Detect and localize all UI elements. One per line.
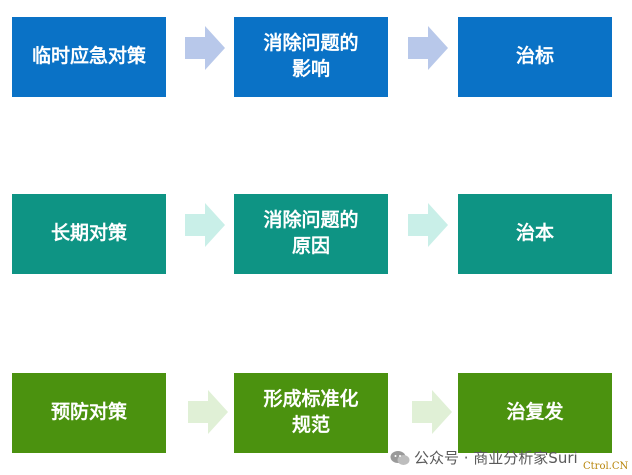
box-label: 预防对策	[50, 401, 127, 424]
right-arrow-icon	[188, 390, 228, 434]
arrow-shape	[408, 203, 448, 247]
right-arrow-icon	[185, 26, 225, 70]
right-arrow-icon	[408, 26, 448, 70]
box-treat-root: 治本	[458, 194, 612, 274]
box-long-term-measure: 长期对策	[12, 194, 166, 274]
box-standardize: 形成标准化 规范	[234, 373, 388, 453]
right-arrow-icon	[408, 203, 448, 247]
watermark-text: 公众号 · 商业分析家Suri	[414, 449, 578, 467]
box-label: 长期对策	[50, 222, 127, 245]
box-label: 治本	[515, 222, 554, 245]
arrow-shape	[185, 26, 225, 70]
box-label: 治标	[515, 45, 554, 68]
box-eliminate-cause: 消除问题的 原因	[234, 194, 388, 274]
box-temporary-measure: 临时应急对策	[12, 17, 166, 97]
arrow-shape	[188, 390, 228, 434]
wechat-icon	[390, 450, 410, 466]
arrow-shape	[412, 390, 452, 434]
right-arrow-icon	[412, 390, 452, 434]
right-arrow-icon	[185, 203, 225, 247]
box-label: 形成标准化 规范	[263, 388, 359, 436]
box-label: 治复发	[506, 401, 564, 424]
box-eliminate-impact: 消除问题的 影响	[234, 17, 388, 97]
box-label: 临时应急对策	[31, 45, 146, 68]
watermark: 公众号 · 商业分析家Suri	[390, 447, 578, 468]
arrow-shape	[185, 203, 225, 247]
box-prevent-recurrence: 治复发	[458, 373, 612, 453]
box-preventive-measure: 预防对策	[12, 373, 166, 453]
box-label: 消除问题的 原因	[263, 209, 359, 257]
arrow-shape	[408, 26, 448, 70]
box-label: 消除问题的 影响	[263, 32, 359, 80]
brand-label: Ctrol.CN	[583, 461, 629, 472]
box-treat-symptoms: 治标	[458, 17, 612, 97]
